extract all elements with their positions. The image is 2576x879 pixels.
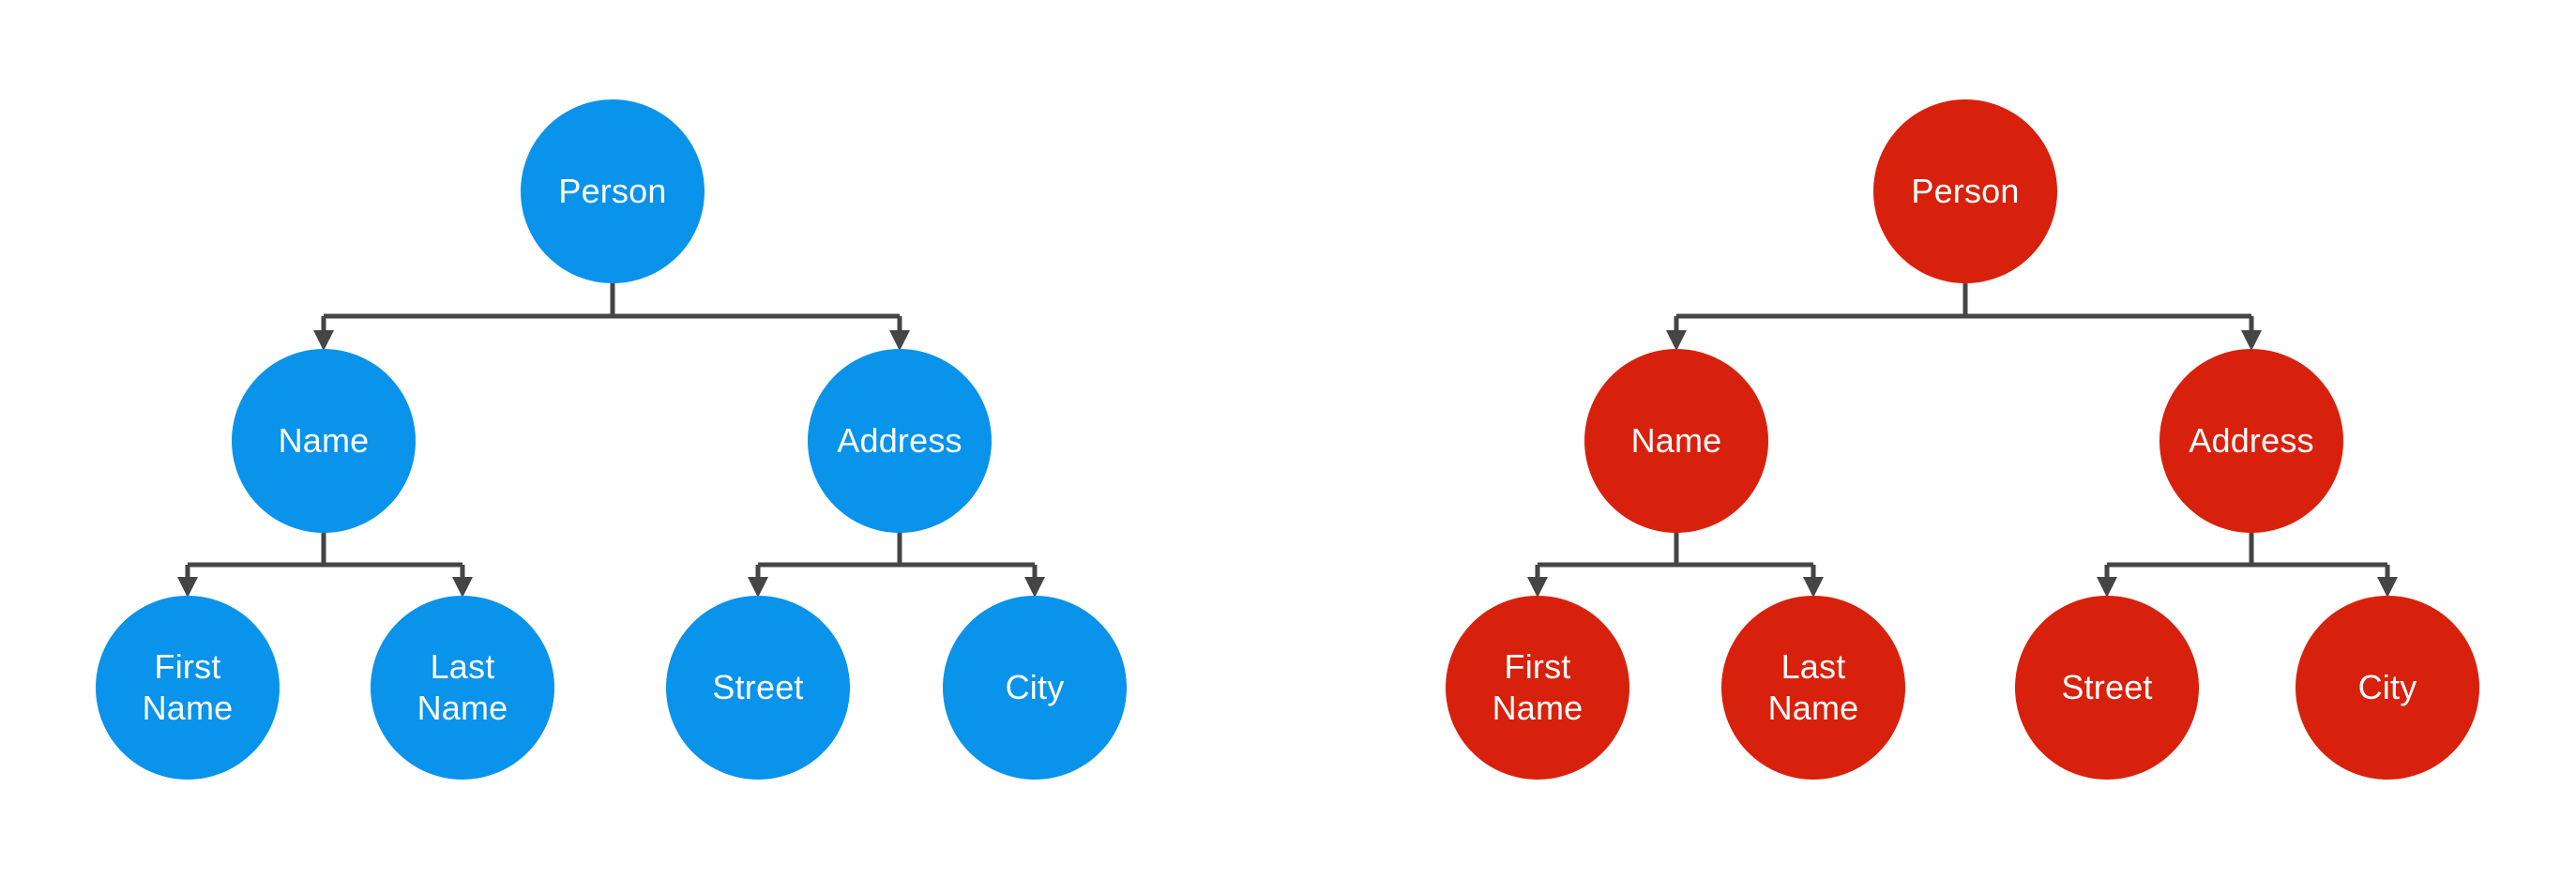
- node-label: Person: [558, 172, 667, 210]
- node-label: Person: [1911, 172, 2020, 210]
- node-tree-blue-city[interactable]: City: [943, 596, 1127, 780]
- connector-arrowhead: [889, 330, 910, 351]
- node-label: Address: [2189, 421, 2314, 460]
- node-tree-red-last-name[interactable]: Last Name: [1721, 596, 1905, 780]
- node-tree-red-street[interactable]: Street: [2015, 596, 2199, 780]
- node-label: First Name: [142, 647, 234, 727]
- edge-group-tree-blue-person: [313, 281, 910, 351]
- node-label: Last Name: [1767, 647, 1859, 727]
- connector-arrowhead: [2097, 577, 2117, 598]
- node-tree-red-person[interactable]: Person: [1873, 99, 2057, 283]
- edge-group-tree-red-address: [2097, 531, 2398, 598]
- node-tree-red-first-name[interactable]: First Name: [1446, 596, 1629, 780]
- edge-group-tree-blue-name: [177, 531, 473, 598]
- node-tree-red-address[interactable]: Address: [2159, 349, 2343, 533]
- edge-group-tree-blue-address: [748, 531, 1045, 598]
- node-label: City: [1005, 668, 1065, 706]
- node-label: City: [2357, 668, 2417, 706]
- connector-arrowhead: [2377, 577, 2398, 598]
- connector-arrowhead: [452, 577, 473, 598]
- node-label: Street: [712, 668, 804, 706]
- node-label: Last Name: [417, 647, 508, 727]
- edge-group-tree-red-name: [1527, 531, 1824, 598]
- connector-arrowhead: [1803, 577, 1824, 598]
- connector-arrowhead: [1024, 577, 1045, 598]
- edge-group-tree-red-person: [1666, 281, 2262, 351]
- node-tree-red-city[interactable]: City: [2296, 596, 2479, 780]
- connector-arrowhead: [1527, 577, 1548, 598]
- connector-arrowhead: [313, 330, 334, 351]
- node-label: Street: [2061, 668, 2153, 706]
- connector-arrowhead: [748, 577, 768, 598]
- node-tree-blue-address[interactable]: Address: [808, 349, 992, 533]
- node-label: Name: [1630, 421, 1722, 460]
- node-label: Name: [278, 421, 370, 460]
- node-tree-blue-street[interactable]: Street: [666, 596, 850, 780]
- connector-arrowhead: [177, 577, 198, 598]
- node-tree-blue-first-name[interactable]: First Name: [96, 596, 280, 780]
- node-tree-blue-person[interactable]: Person: [521, 99, 705, 283]
- connector-arrowhead: [1666, 330, 1687, 351]
- node-label: First Name: [1492, 647, 1583, 727]
- node-tree-blue-last-name[interactable]: Last Name: [371, 596, 554, 780]
- node-tree-red-name[interactable]: Name: [1584, 349, 1768, 533]
- connector-arrowhead: [2241, 330, 2262, 351]
- node-label: Address: [837, 421, 962, 460]
- node-tree-blue-name[interactable]: Name: [232, 349, 416, 533]
